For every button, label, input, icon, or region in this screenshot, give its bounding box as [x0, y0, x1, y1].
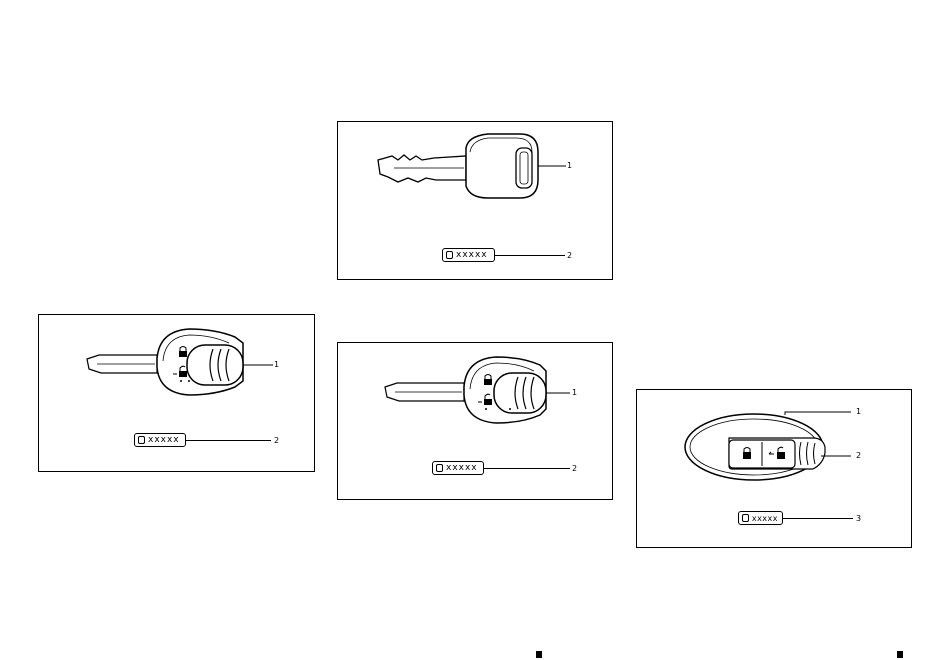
callout-number: 1 — [856, 408, 861, 416]
callout-line — [186, 440, 271, 441]
callout-number: 2 — [856, 452, 861, 460]
key-number-tag: xxxxx — [738, 511, 783, 525]
tag-square-icon — [436, 464, 443, 472]
figure-integrated-keyfob-a: 1 xxxxx 2 — [38, 314, 315, 472]
callout-line — [495, 255, 565, 256]
key-number-text: xxxxx — [752, 514, 778, 523]
callout-number: 2 — [567, 252, 572, 260]
tag-square-icon — [138, 436, 145, 444]
callout-number: 1 — [274, 361, 279, 369]
callout-line — [484, 468, 570, 469]
key-number-tag: xxxxx — [442, 248, 495, 262]
callout-number: 3 — [856, 515, 861, 523]
tag-square-icon — [446, 251, 453, 259]
tag-square-icon — [742, 514, 749, 522]
integrated-keyfob-illustration — [338, 343, 614, 501]
callout-number: 1 — [567, 162, 572, 170]
figure-conventional-key: 1 xxxxx 2 — [337, 121, 613, 280]
callout-line — [783, 518, 853, 519]
figure-integrated-keyfob-b: 1 xxxxx 2 — [337, 342, 613, 500]
key-number-tag: xxxxx — [134, 433, 186, 447]
key-number-tag: xxxxx — [432, 461, 484, 475]
page-marker-square — [536, 651, 542, 658]
figure-intelligent-key: 1 2 xxxxx 3 — [636, 389, 912, 548]
callout-number: 1 — [572, 389, 577, 397]
intelligent-key-illustration — [637, 390, 913, 549]
callout-number: 2 — [572, 465, 577, 473]
key-number-text: xxxxx — [456, 250, 488, 260]
callout-number: 2 — [274, 437, 279, 445]
integrated-keyfob-illustration — [39, 315, 316, 473]
page-marker-square — [897, 651, 903, 658]
key-number-text: xxxxx — [446, 463, 478, 473]
key-number-text: xxxxx — [148, 435, 180, 445]
